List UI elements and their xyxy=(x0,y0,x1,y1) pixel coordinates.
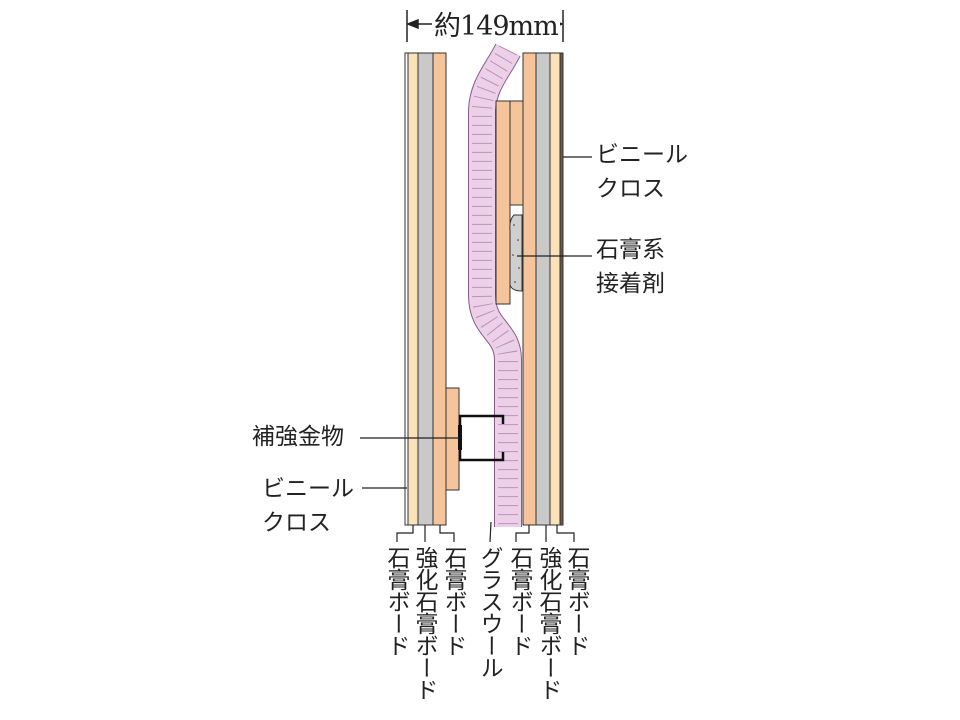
label-vinyl-cross-right: ビニール クロス xyxy=(596,138,688,206)
bottom-label-gypsum-4: 石膏ボード xyxy=(563,546,589,656)
label-bracket: 補強金物 xyxy=(252,424,344,450)
label-line: 石膏系 xyxy=(596,237,665,263)
label-line: クロス xyxy=(262,510,331,536)
gypsum-board-right-inner xyxy=(522,52,537,526)
bottom-label-reinforced-gypsum-2: 強化石膏ボード xyxy=(535,546,561,700)
bottom-label-gypsum-3: 石膏ボード xyxy=(506,546,532,656)
adhesive-dots xyxy=(512,224,520,283)
bottom-label-gypsum-2: 石膏ボード xyxy=(440,546,466,656)
left-wall xyxy=(404,52,460,526)
vinyl-cross-right xyxy=(559,52,564,526)
reinforced-gypsum-left xyxy=(417,52,434,526)
bottom-label-reinforced-gypsum-1: 強化石膏ボード xyxy=(411,546,437,700)
gypsum-board-left xyxy=(407,52,419,526)
label-line: ビニール xyxy=(596,142,688,168)
adhesive-blob xyxy=(509,214,523,292)
dimension-label: 約149mm xyxy=(432,4,560,43)
right-wall xyxy=(495,52,564,526)
label-line: クロス xyxy=(596,176,665,202)
gypsum-board-right xyxy=(549,52,561,526)
stud-board-a xyxy=(495,100,511,305)
label-adhesive: 石膏系 接着剤 xyxy=(596,233,665,301)
bottom-label-glass-wool: グラスウール xyxy=(476,546,502,678)
glass-wool xyxy=(468,43,522,527)
label-vinyl-cross-left: ビニール クロス xyxy=(262,472,354,540)
reinforced-gypsum-right xyxy=(535,52,551,526)
gypsum-board-left-inner xyxy=(432,52,447,526)
leader-lines xyxy=(360,156,592,543)
label-line: 接着剤 xyxy=(596,271,665,297)
backing-block xyxy=(445,387,460,491)
label-line: ビニール xyxy=(262,476,354,502)
bottom-label-gypsum-1: 石膏ボード xyxy=(383,546,409,656)
stud-board-b xyxy=(509,100,524,206)
